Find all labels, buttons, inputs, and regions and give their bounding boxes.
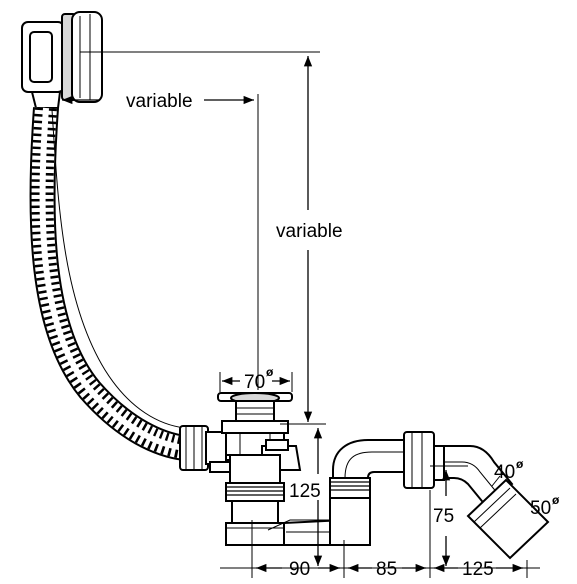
- drain-plug: [217, 392, 302, 471]
- flexible-hose: [29, 107, 187, 461]
- label-bottom-span-2: 85: [376, 559, 397, 580]
- label-outlet-diameter-small: 40: [494, 462, 515, 483]
- label-variable-horizontal: variable: [126, 91, 193, 112]
- label-outlet-diameter-small-symbol: ø: [516, 457, 524, 471]
- label-height-outlet: 75: [433, 506, 454, 527]
- trap-assembly: [225, 431, 445, 546]
- outlet-elbow: [443, 445, 550, 560]
- label-variable-vertical: variable: [276, 221, 343, 242]
- label-outlet-diameter-large: 50: [530, 498, 551, 519]
- label-bottom-span-3: 125: [462, 559, 494, 580]
- label-outlet-diameter-large-symbol: ø: [552, 493, 560, 507]
- label-drain-diameter-symbol: ø: [266, 365, 274, 379]
- label-height-trap: 125: [289, 481, 321, 502]
- label-drain-diameter: 70: [244, 372, 265, 393]
- label-bottom-span-1: 90: [289, 559, 310, 580]
- overflow-head: [21, 11, 103, 109]
